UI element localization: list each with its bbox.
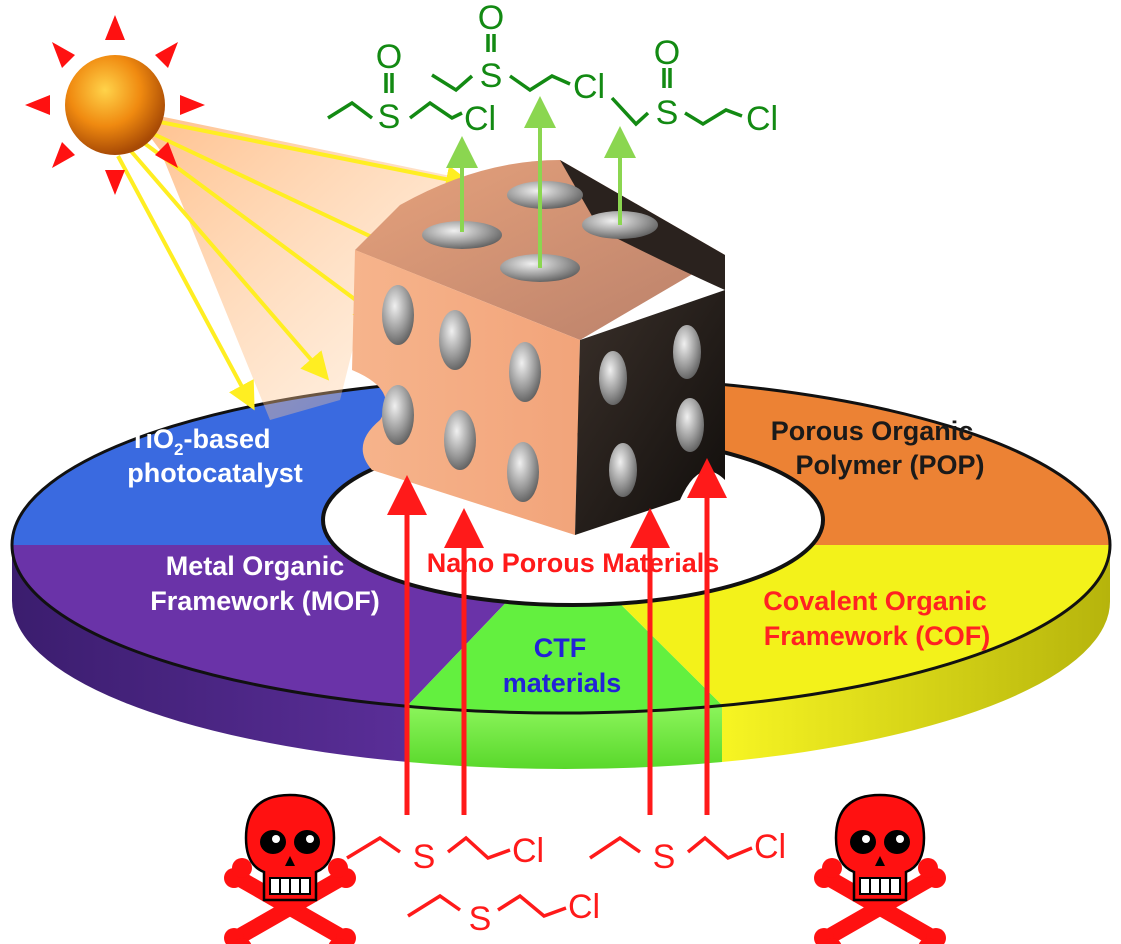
product-arrows <box>446 96 636 268</box>
label-tio2-line2: photocatalyst <box>127 458 303 488</box>
label-mof-line2: Framework (MOF) <box>150 586 380 616</box>
label-mof-line1: Metal Organic <box>166 551 345 581</box>
reactant-molecules <box>346 835 753 918</box>
reactant-s-1: S <box>413 838 436 876</box>
reactant-arrows <box>387 458 727 815</box>
product-o-1: O <box>376 38 402 76</box>
reactant-atoms: S Cl S Cl S Cl <box>413 828 786 938</box>
skull-crossbones-icon <box>814 793 946 944</box>
product-o-3: O <box>654 34 680 72</box>
product-cl-1: Cl <box>464 100 496 138</box>
product-o-2: O <box>478 0 504 37</box>
label-cof-line2: Framework (COF) <box>764 621 991 651</box>
center-label: Nano Porous Materials <box>427 548 720 578</box>
product-s-2: S <box>480 57 503 95</box>
product-s-1: S <box>378 98 401 136</box>
product-cl-3: Cl <box>746 100 778 138</box>
sun-icon <box>25 15 205 195</box>
segment-ctf <box>408 545 722 713</box>
label-tio2: TiO2-based <box>129 424 270 459</box>
ring-rim <box>11 545 1111 770</box>
reactant-s-2: S <box>653 838 676 876</box>
product-molecules <box>327 34 743 127</box>
product-atoms: S O Cl S O Cl S O Cl <box>376 0 778 138</box>
reactant-cl-2: Cl <box>754 828 786 866</box>
label-pop-line2: Polymer (POP) <box>795 450 984 480</box>
label-cof-line1: Covalent Organic <box>763 586 987 616</box>
skull-crossbones-icon <box>224 793 356 944</box>
label-ctf-line2: materials <box>503 668 622 698</box>
label-pop-line1: Porous Organic <box>771 416 974 446</box>
product-s-3: S <box>656 94 679 132</box>
light-beams <box>116 110 474 420</box>
segment-mof <box>12 545 561 713</box>
reactant-s-3: S <box>469 900 492 938</box>
label-ctf-line1: CTF <box>534 633 586 663</box>
reactant-cl-3: Cl <box>568 888 600 926</box>
segment-cof <box>561 545 1110 713</box>
reactant-cl-1: Cl <box>512 832 544 870</box>
product-cl-2: Cl <box>573 68 605 106</box>
